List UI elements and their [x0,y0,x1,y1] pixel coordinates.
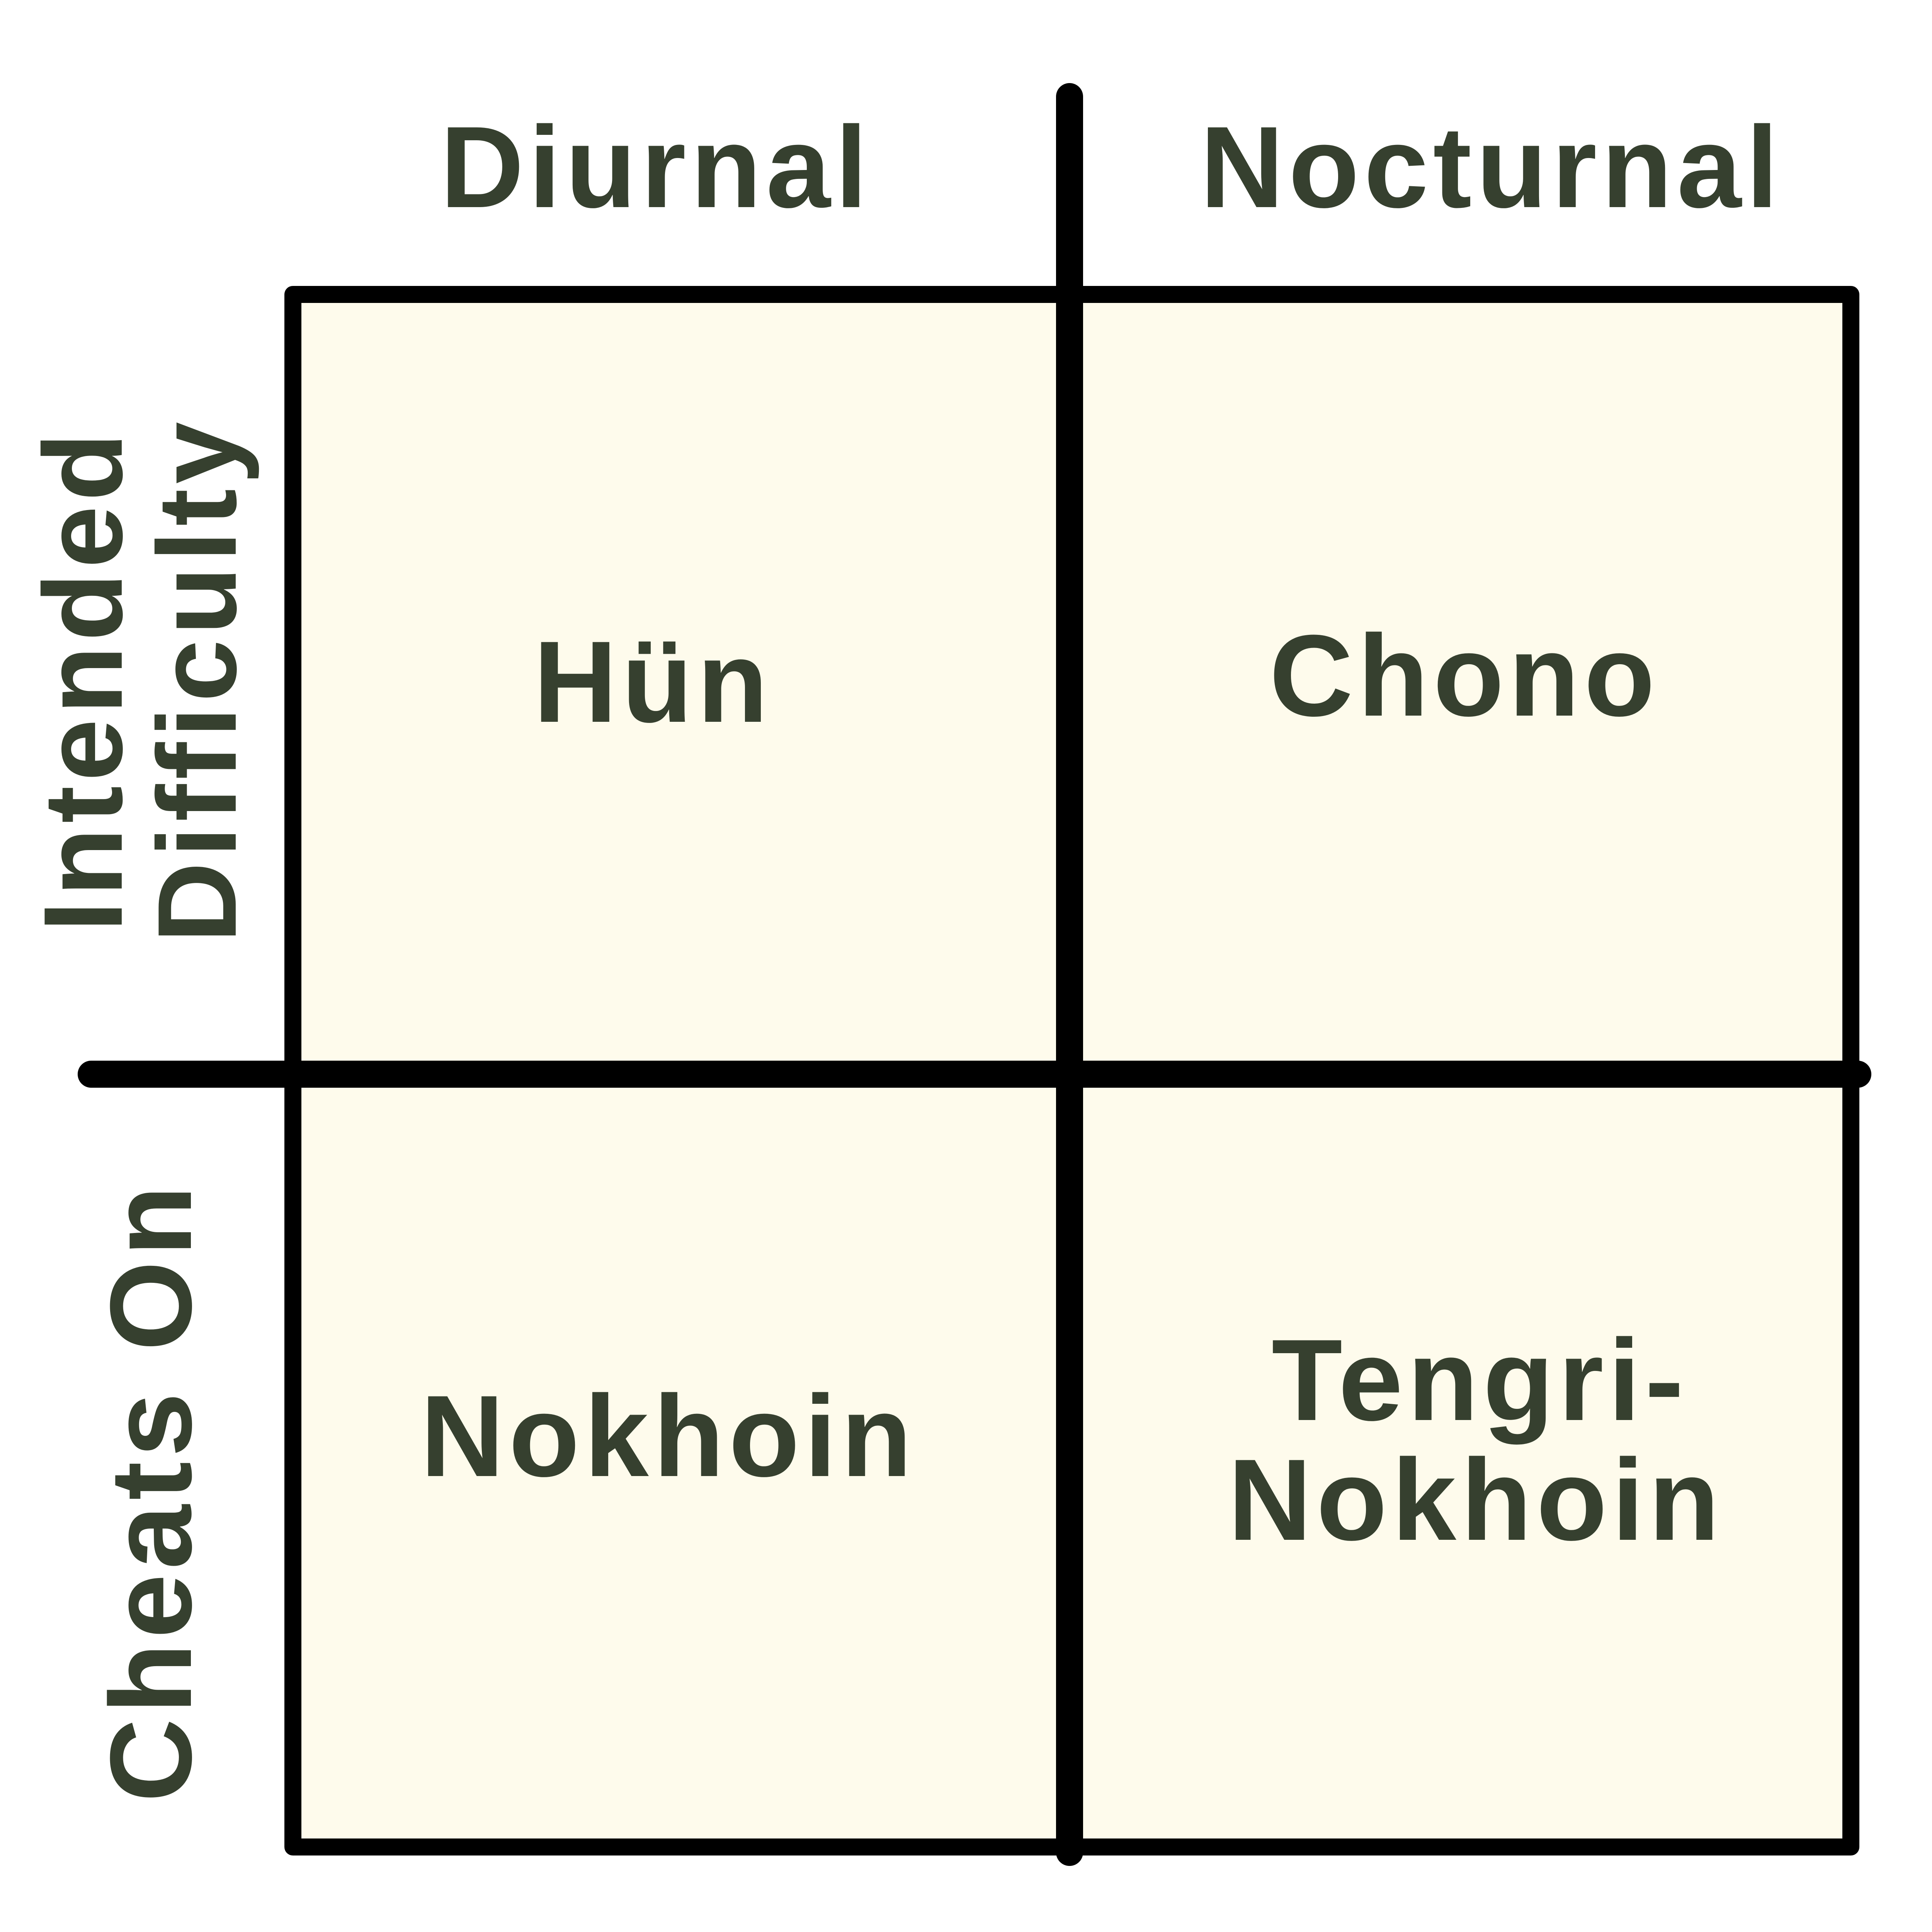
cell-top-right-bg [1070,294,1851,1074]
row-header-top: Intended Difficulty [20,417,260,943]
row-header-top-line1: Intended [20,428,146,932]
cell-bottom-right-bg [1070,1074,1851,1847]
row-header-top-line2: Difficulty [134,417,260,943]
row-header-bottom-text: Cheats On [86,1181,216,1802]
cell-label-hun: Hün [533,617,772,747]
cell-label-tengri-line2: Nokhoin [1228,1435,1724,1565]
row-header-bottom: Cheats On [86,1181,216,1802]
cell-top-left-bg [293,294,1070,1074]
cell-label-chono: Chono [1269,611,1660,740]
column-header-nocturnal: Nocturnal [1200,102,1783,232]
column-header-diurnal: Diurnal [440,102,872,232]
cell-label-nokhoin: Nokhoin [420,1371,917,1501]
cell-bottom-left-bg [293,1074,1070,1847]
cell-label-tengri-line1: Tengri- [1272,1315,1688,1446]
